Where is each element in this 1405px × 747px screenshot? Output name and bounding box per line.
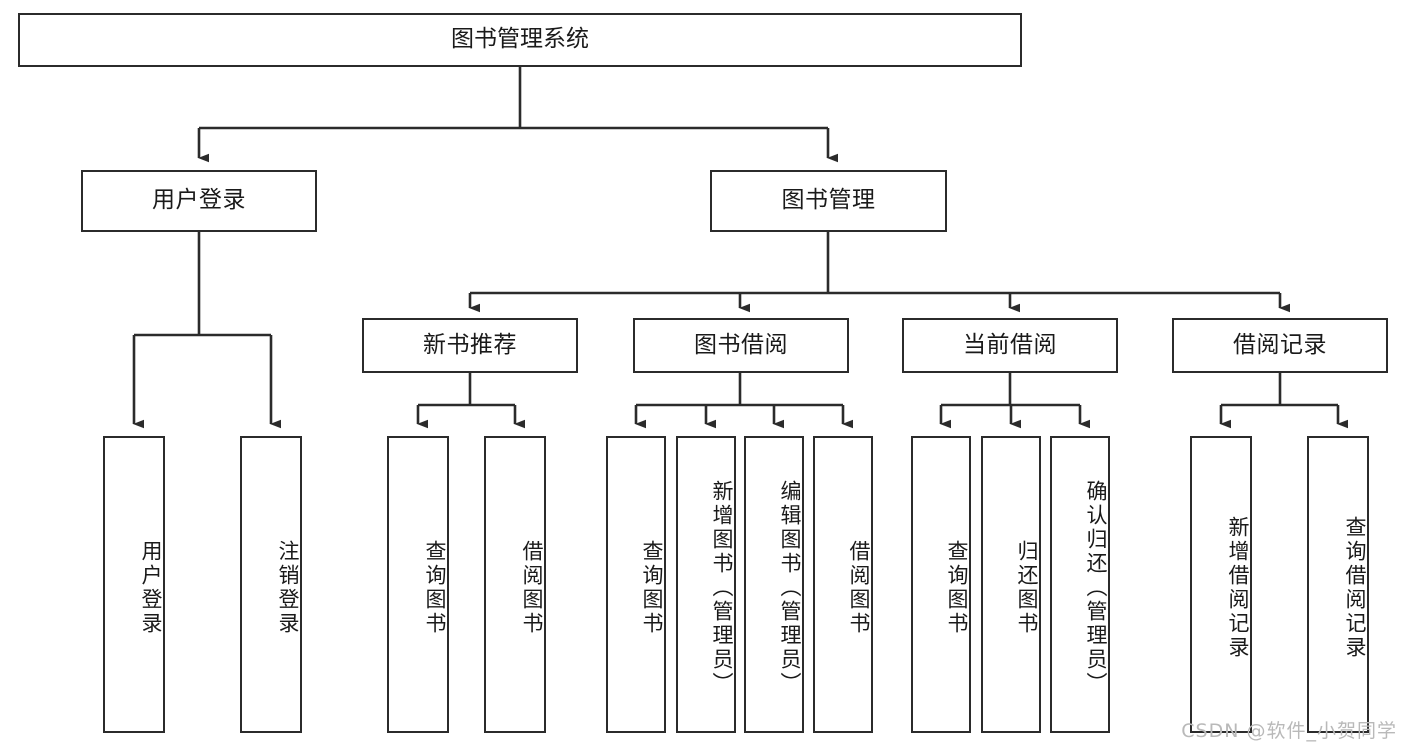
leaf-user-logout-label: 注销登录 bbox=[276, 539, 300, 636]
leaf-query-book-borrow-label: 查询图书 bbox=[640, 539, 664, 636]
leaf-return-book[interactable]: 归还图书 bbox=[981, 436, 1041, 733]
node-root-label: 图书管理系统 bbox=[451, 26, 589, 53]
leaf-user-logout[interactable]: 注销登录 bbox=[240, 436, 302, 733]
node-book-management[interactable]: 图书管理 bbox=[710, 170, 947, 232]
leaf-user-login-label: 用户登录 bbox=[139, 539, 163, 636]
leaf-query-book-recommend-label: 查询图书 bbox=[423, 539, 447, 636]
leaf-edit-book-admin-label: 编辑图书（管理员） bbox=[778, 479, 802, 696]
leaf-query-borrow-record[interactable]: 查询借阅记录 bbox=[1307, 436, 1369, 733]
leaf-confirm-return-admin[interactable]: 确认归还（管理员） bbox=[1050, 436, 1110, 733]
leaf-add-borrow-record[interactable]: 新增借阅记录 bbox=[1190, 436, 1252, 733]
csdn-watermark: CSDN @软件_小贺同学 bbox=[1181, 720, 1397, 742]
node-user-login[interactable]: 用户登录 bbox=[81, 170, 317, 232]
leaf-query-book-current-label: 查询图书 bbox=[945, 539, 969, 636]
leaf-borrow-book[interactable]: 借阅图书 bbox=[813, 436, 873, 733]
node-current-borrow-label: 当前借阅 bbox=[963, 331, 1057, 358]
node-borrow-record[interactable]: 借阅记录 bbox=[1172, 318, 1388, 373]
leaf-query-book-borrow[interactable]: 查询图书 bbox=[606, 436, 666, 733]
leaf-edit-book-admin[interactable]: 编辑图书（管理员） bbox=[744, 436, 804, 733]
leaf-query-book-recommend[interactable]: 查询图书 bbox=[387, 436, 449, 733]
node-book-management-label: 图书管理 bbox=[781, 187, 876, 214]
node-current-borrow[interactable]: 当前借阅 bbox=[902, 318, 1118, 373]
leaf-return-book-label: 归还图书 bbox=[1015, 539, 1039, 636]
node-new-book-recommend[interactable]: 新书推荐 bbox=[362, 318, 578, 373]
leaf-user-login[interactable]: 用户登录 bbox=[103, 436, 165, 733]
leaf-borrow-book-recommend[interactable]: 借阅图书 bbox=[484, 436, 546, 733]
node-user-login-label: 用户登录 bbox=[152, 187, 246, 214]
leaf-query-book-current[interactable]: 查询图书 bbox=[911, 436, 971, 733]
leaf-add-book-admin[interactable]: 新增图书（管理员） bbox=[676, 436, 736, 733]
leaf-query-borrow-record-label: 查询借阅记录 bbox=[1343, 515, 1367, 660]
node-book-borrow[interactable]: 图书借阅 bbox=[633, 318, 849, 373]
leaf-borrow-book-label: 借阅图书 bbox=[847, 539, 871, 636]
leaf-confirm-return-admin-label: 确认归还（管理员） bbox=[1084, 479, 1108, 696]
leaf-add-borrow-record-label: 新增借阅记录 bbox=[1226, 515, 1250, 660]
node-book-borrow-label: 图书借阅 bbox=[694, 331, 788, 358]
node-borrow-record-label: 借阅记录 bbox=[1233, 331, 1327, 358]
leaf-borrow-book-recommend-label: 借阅图书 bbox=[520, 539, 544, 636]
node-new-book-recommend-label: 新书推荐 bbox=[423, 331, 517, 358]
node-root[interactable]: 图书管理系统 bbox=[18, 13, 1022, 67]
leaf-add-book-admin-label: 新增图书（管理员） bbox=[710, 479, 734, 696]
